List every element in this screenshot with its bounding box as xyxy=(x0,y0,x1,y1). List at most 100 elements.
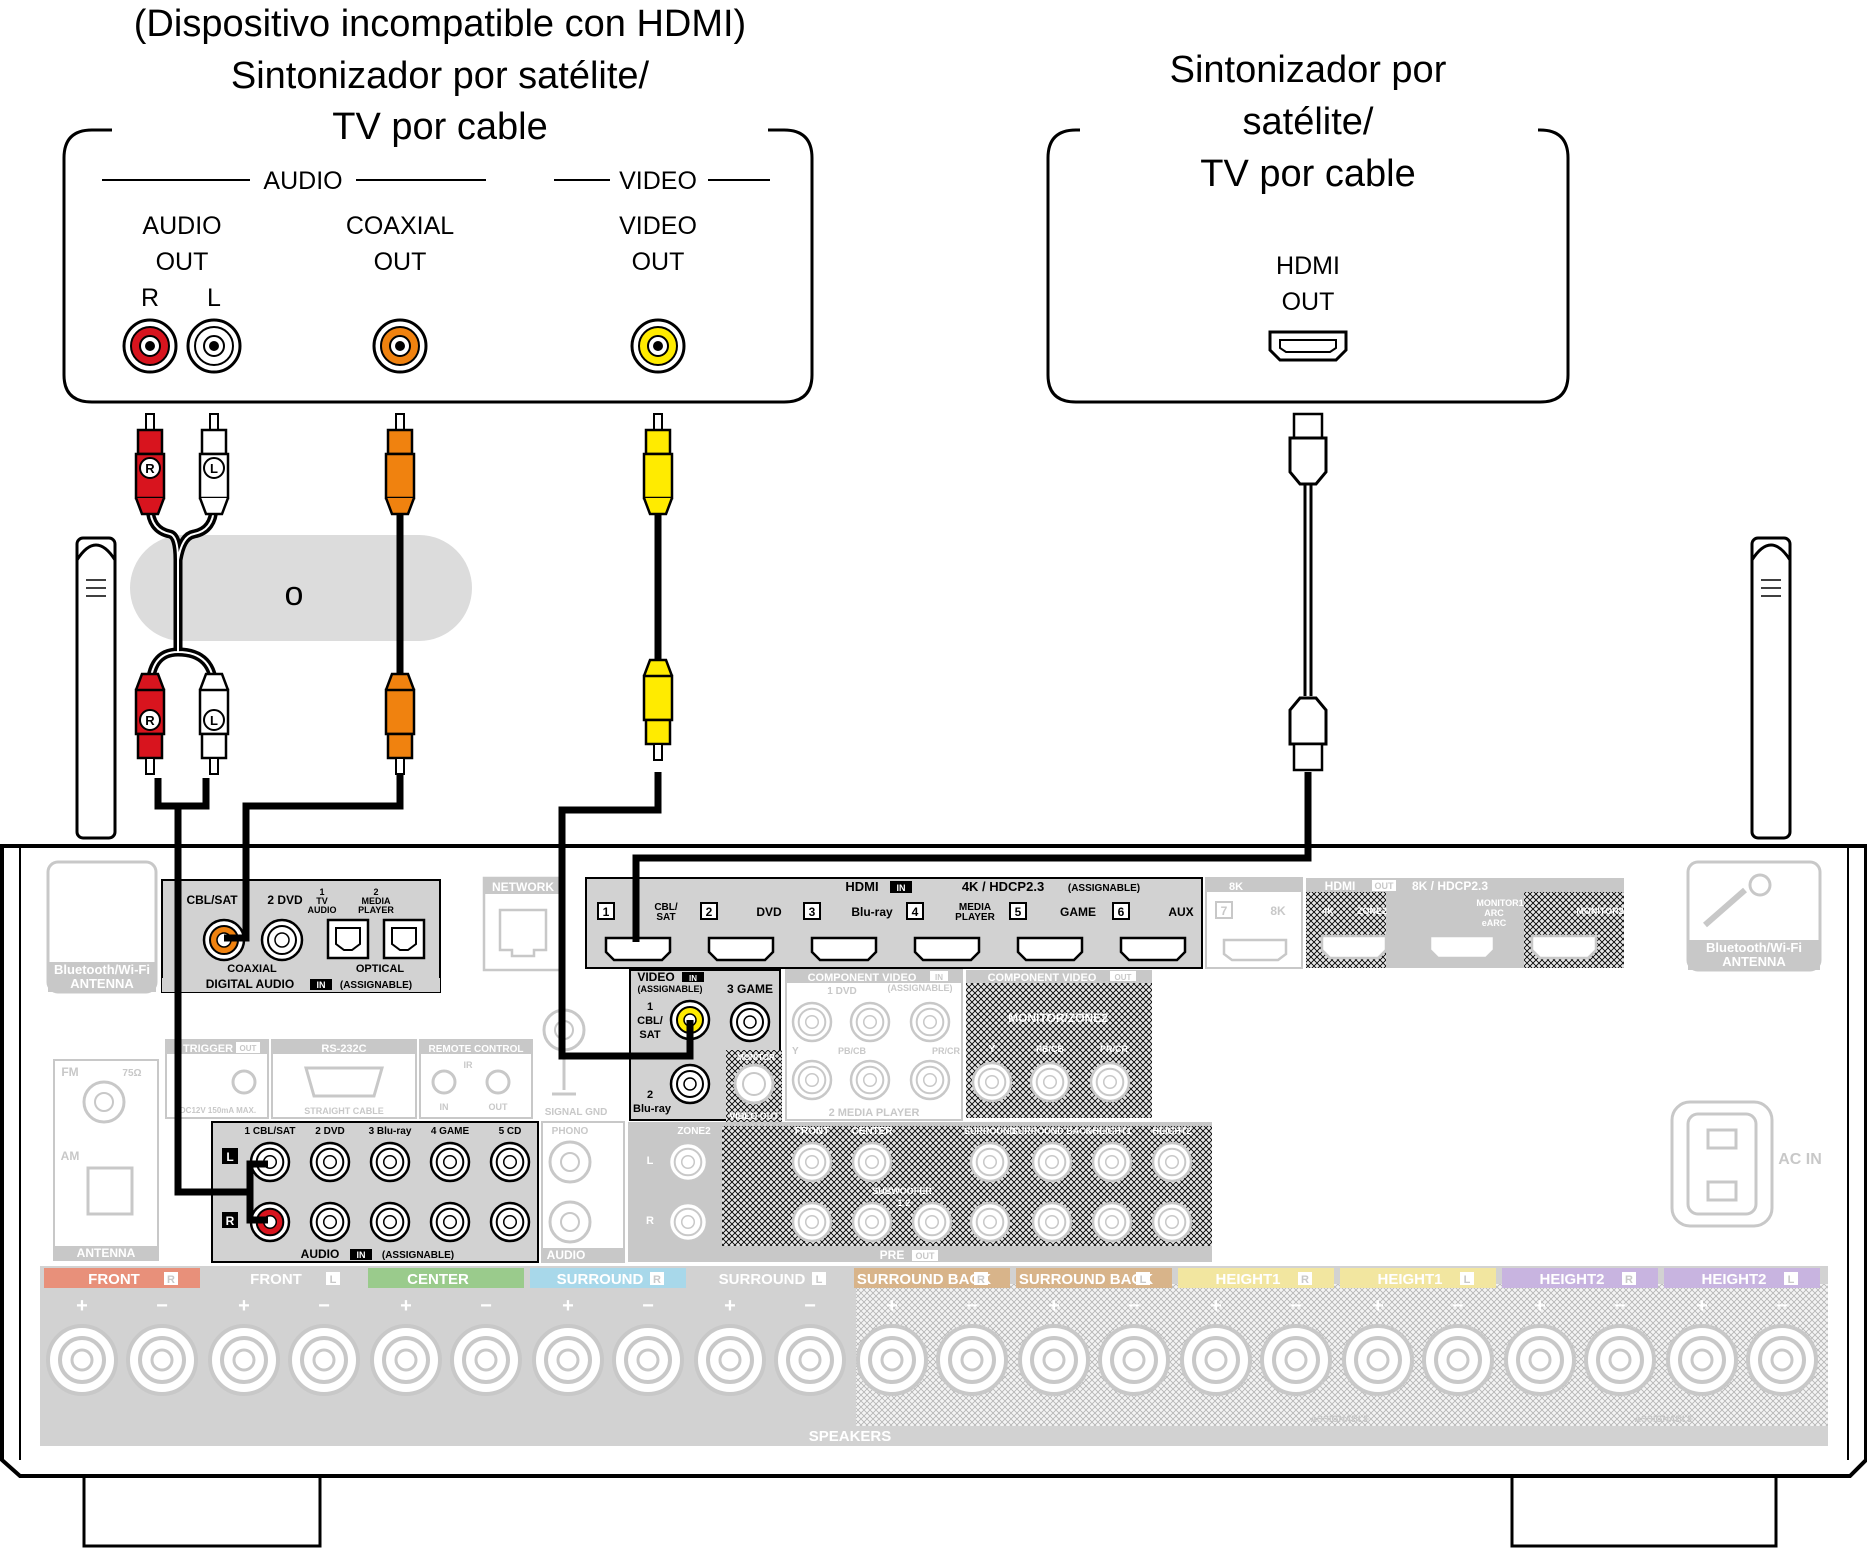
speaker-group-side: R xyxy=(977,1274,985,1286)
digital-in-label: IN xyxy=(317,980,326,990)
hdmi-in-header: HDMI xyxy=(845,879,878,894)
hdmi-in-port-num: 2 xyxy=(706,905,713,919)
plug-label: L xyxy=(210,713,218,728)
remote-control-block: REMOTE CONTROL IR IN OUT xyxy=(419,1039,533,1119)
speaker-group-side: R xyxy=(1301,1274,1309,1286)
coaxial-route xyxy=(224,772,404,942)
speaker-minus-label: − xyxy=(1290,1295,1302,1317)
optical-in-media-jack xyxy=(382,918,426,960)
component-out-pb: PB/CB xyxy=(1036,1044,1065,1054)
hdmi-source-box-outline xyxy=(1046,128,1570,404)
speaker-binding-post xyxy=(46,1324,118,1396)
bt-antenna-right-label-2: ANTENNA xyxy=(1722,954,1786,969)
speaker-group-label: HEIGHT2 xyxy=(1701,1271,1766,1288)
hdmi-route xyxy=(632,772,1312,942)
remote-out-label: OUT xyxy=(489,1102,509,1112)
digital-media-player-label-1: MEDIA xyxy=(362,896,392,906)
hdmi-in-port-num: 4 xyxy=(912,905,919,919)
pre-out-jack-l xyxy=(1151,1141,1193,1183)
pre-surround-back-label: SURROUND BACK xyxy=(1012,1126,1093,1136)
bt-antenna-left-label-1: Bluetooth/Wi-Fi xyxy=(54,962,150,977)
digital-tv-audio-label-1: TV xyxy=(316,896,328,906)
component-in-jack xyxy=(791,1059,833,1101)
speaker-binding-post xyxy=(856,1324,928,1396)
component-in-dvd: 1 DVD xyxy=(827,986,856,997)
speaker-binding-post xyxy=(1018,1324,1090,1396)
audio-in-badge-label: IN xyxy=(357,1250,366,1260)
video-in-assignable: (ASSIGNABLE) xyxy=(638,984,703,994)
rca-jack-audio-l xyxy=(186,318,242,374)
audio-in-input-label: 1 CBL/SAT xyxy=(245,1126,296,1137)
hdmi-in-port-name: CBL/ xyxy=(654,902,678,913)
speakers-assignable-1: ASSIGNABLE xyxy=(1310,1414,1369,1424)
speaker-binding-post xyxy=(1746,1324,1818,1396)
speaker-minus-label: − xyxy=(1776,1295,1788,1317)
speaker-group-label: SURROUND xyxy=(557,1271,644,1288)
hdmi-port-icon xyxy=(1268,330,1348,362)
pre-out-jack-r xyxy=(1151,1201,1193,1243)
ac-in-label: AC IN xyxy=(1778,1151,1822,1168)
pre-sw2-label: 2 xyxy=(905,1198,910,1208)
video-in-header: VIDEO xyxy=(637,970,674,984)
pre-out-jack-l xyxy=(969,1141,1011,1183)
speaker-plus-label: + xyxy=(724,1295,736,1317)
plug-label: R xyxy=(145,713,155,728)
pre-zone2-jack xyxy=(667,1141,709,1183)
or-pill xyxy=(130,535,472,641)
hdmi-out-badge-label: OUT xyxy=(1375,881,1395,891)
speaker-minus-label: − xyxy=(156,1295,168,1317)
plug-audio-r-bottom: R xyxy=(134,672,166,775)
speaker-group-label: SURROUND BACK xyxy=(1019,1271,1153,1288)
component-in-pr: PR/CR xyxy=(932,1046,961,1056)
speaker-minus-label: − xyxy=(1452,1295,1464,1317)
hdmi-in-port-name: DVD xyxy=(756,905,782,919)
pre-sw1-label: 1 xyxy=(897,1198,902,1208)
component-in-jack xyxy=(909,1059,951,1101)
hdmi-in-port-name-2: SAT xyxy=(656,912,675,923)
speaker-binding-post xyxy=(936,1324,1008,1396)
bt-antenna-right-bar xyxy=(1688,940,1820,970)
audio-in-r-badge xyxy=(222,1212,238,1228)
hdmi-in-port-num: 3 xyxy=(809,905,816,919)
hdmi-in-spec: 4K / HDCP2.3 xyxy=(962,879,1044,894)
component-out-panel: COMPONENT VIDEO OUT MONITOR/ZONE2 Y PB/C… xyxy=(966,970,1152,1118)
audio-in-jack-r xyxy=(429,1201,471,1243)
hdmi-in-port-name: GAME xyxy=(1060,905,1096,919)
speaker-minus-label: − xyxy=(480,1295,492,1317)
hdmi-in-port-2: 2 DVD xyxy=(700,902,782,962)
pre-out-jacks xyxy=(667,1141,1193,1243)
source-box-outline xyxy=(62,128,814,404)
hdmi-out-panel: HDMI OUT 8K / HDCP2.3 4K ZONE2 MONITOR1 … xyxy=(1306,878,1624,968)
pre-height1-label: HEIGHT1 xyxy=(1092,1126,1131,1136)
speaker-binding-post xyxy=(1584,1324,1656,1396)
ac-in-inlet: AC IN xyxy=(1670,1100,1822,1228)
video-in-bluray-jack xyxy=(669,1063,711,1105)
monitor-video-out: MONITOR VIDEO OUT xyxy=(726,1050,782,1122)
audio-in-jack-r xyxy=(309,1201,351,1243)
speaker-binding-post xyxy=(1666,1324,1738,1396)
fm-ohm-label: 75Ω xyxy=(122,1068,141,1079)
straight-cable-label: STRAIGHT CABLE xyxy=(304,1106,384,1116)
audio-in-input-label: 5 CD xyxy=(499,1126,522,1137)
hdmi-in-assignable: (ASSIGNABLE) xyxy=(1068,883,1140,894)
phono-audio-in: IN xyxy=(604,1251,613,1261)
video-monitor-label: MONITOR xyxy=(737,1053,775,1062)
video-out-label-1: VIDEO xyxy=(619,212,697,240)
speaker-binding-post xyxy=(694,1324,766,1396)
digital-in-badge xyxy=(310,979,332,990)
component-out-jack xyxy=(1089,1061,1131,1103)
speaker-plus-label: + xyxy=(1696,1295,1708,1317)
video-in-bluray-num: 2 xyxy=(647,1089,653,1101)
hdmi-source-title-line2: satélite/ xyxy=(1243,101,1374,143)
receiver-rear-panel: Bluetooth/Wi-Fi ANTENNA Bluetooth/Wi-Fi … xyxy=(0,844,1867,1548)
digital-dvd-label: 2 DVD xyxy=(267,893,303,907)
speaker-group: CENTER+− xyxy=(368,1268,524,1396)
speaker-binding-post xyxy=(450,1324,522,1396)
video-out-label: VIDEO OUT xyxy=(729,1111,779,1121)
